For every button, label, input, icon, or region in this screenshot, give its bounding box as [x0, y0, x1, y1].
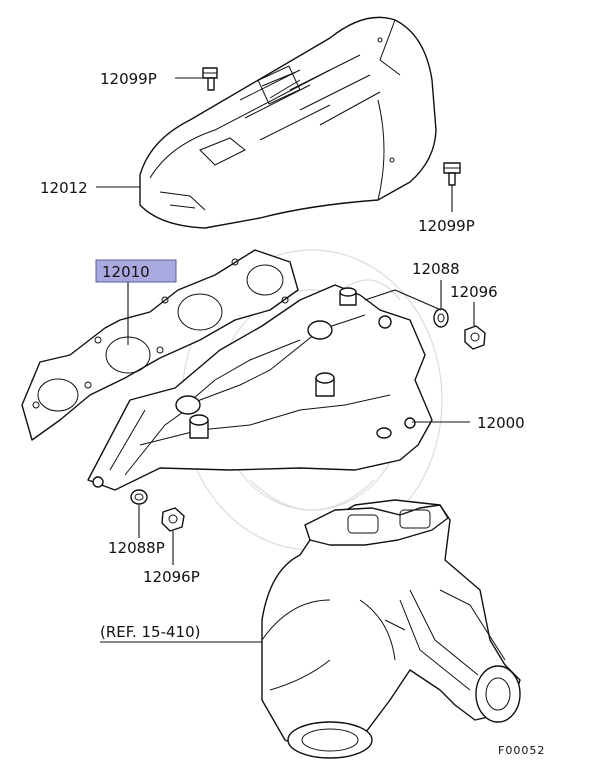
heat-shield[interactable]	[139, 16, 437, 229]
leader-lines	[96, 77, 475, 643]
washer-left[interactable]	[130, 489, 148, 505]
washer-right[interactable]	[433, 308, 449, 328]
turbocharger[interactable]	[261, 499, 521, 759]
shield-bolt-right[interactable]	[443, 162, 461, 186]
shield-bolt-top[interactable]	[202, 67, 218, 91]
label-12010[interactable]: 12010	[102, 263, 150, 281]
label-12099p-top[interactable]: 12099P	[100, 70, 157, 88]
nut-right[interactable]	[464, 325, 486, 350]
label-12012[interactable]: 12012	[40, 179, 88, 197]
diagram-code: F00052	[498, 744, 545, 757]
nut-left[interactable]	[161, 507, 185, 532]
manifold-gasket[interactable]	[21, 249, 299, 441]
label-12096p[interactable]: 12096P	[143, 568, 200, 586]
label-12000[interactable]: 12000	[477, 414, 525, 432]
label-turbo-reference[interactable]: (REF. 15-410)	[100, 623, 201, 641]
label-12088[interactable]: 12088	[412, 260, 460, 278]
label-12096[interactable]: 12096	[450, 283, 498, 301]
label-12088p[interactable]: 12088P	[108, 539, 165, 557]
label-12099p-right[interactable]: 12099P	[418, 217, 475, 235]
exhaust-manifold[interactable]	[87, 284, 433, 491]
highlight-box	[95, 259, 177, 283]
